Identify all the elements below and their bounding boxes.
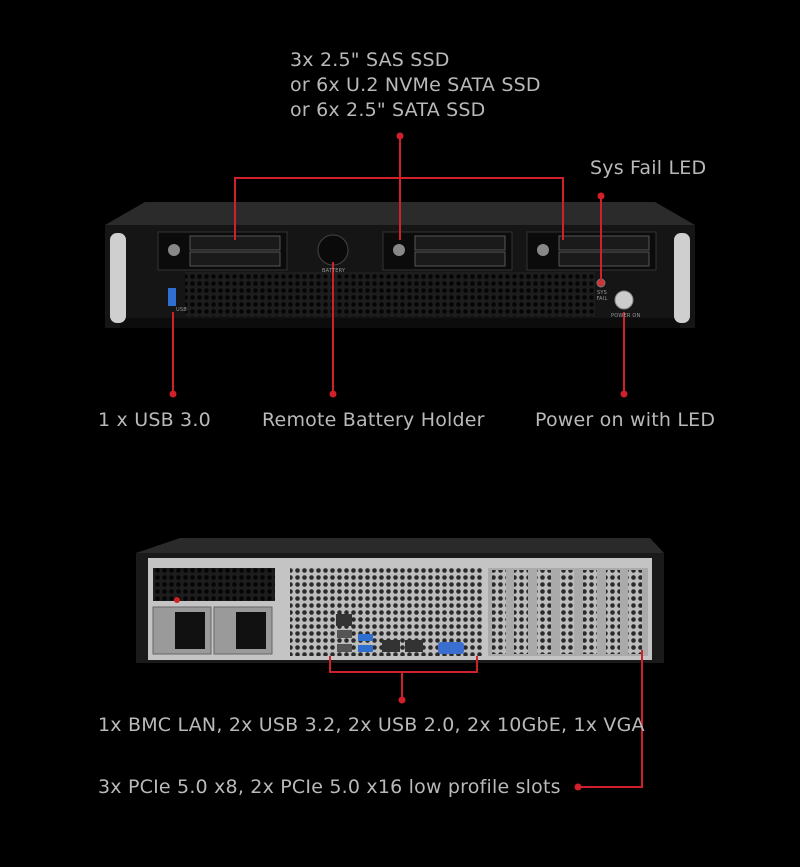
left-handle — [110, 233, 126, 323]
drive-bay — [526, 231, 657, 271]
rear-io-label: 1x BMC LAN, 2x USB 3.2, 2x USB 2.0, 2x 1… — [98, 714, 645, 736]
right-handle — [674, 233, 690, 323]
pcie-label: 3x PCIe 5.0 x8, 2x PCIe 5.0 x16 low prof… — [98, 776, 561, 798]
power-label: Power on with LED — [535, 409, 716, 431]
sys-fail-led — [596, 278, 606, 288]
storage-label-2: or 6x U.2 NVMe SATA SSD — [290, 74, 541, 96]
storage-label-3: or 6x 2.5" SATA SSD — [290, 99, 486, 121]
power-mark: POWER ON — [611, 313, 641, 319]
callout-dots — [169, 132, 628, 791]
usb-mark: USB — [176, 307, 187, 313]
pcie-slots — [488, 568, 648, 656]
sys-fail-led-label: Sys Fail LED — [590, 157, 707, 179]
drive-bay — [157, 231, 288, 271]
storage-label-1: 3x 2.5" SAS SSD — [290, 49, 450, 71]
battery-label: Remote Battery Holder — [262, 409, 485, 431]
callout-lines — [172, 136, 643, 788]
bmc-lan-port — [336, 614, 352, 626]
front-vent — [185, 272, 595, 317]
battery-mark: BATTERY — [322, 268, 346, 274]
usb-port — [168, 288, 176, 306]
drive-bay — [382, 231, 513, 271]
sys-fail-mark: SYS FAIL — [596, 290, 608, 302]
usb-label: 1 x USB 3.0 — [98, 409, 211, 431]
battery-holder — [317, 234, 349, 266]
vga-port — [438, 642, 464, 654]
rear-chassis — [136, 538, 664, 663]
power-button — [614, 290, 634, 310]
front-chassis — [105, 202, 695, 328]
